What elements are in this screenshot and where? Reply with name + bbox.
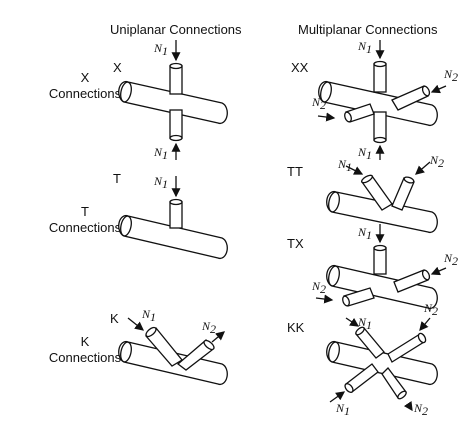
svg-text:N2: N2 (413, 401, 428, 418)
x-connection-figure: N1 N1 (118, 40, 228, 162)
xx-brace-bottom (373, 111, 387, 141)
diagram-label-x: X (113, 60, 122, 75)
t-connection-figure: N1 (118, 174, 228, 260)
row-label-x-line1: X (80, 70, 90, 85)
svg-text:N2: N2 (443, 67, 458, 84)
t-brace (169, 201, 183, 229)
k-force-2-arrow (211, 331, 225, 343)
k-connection-figure: N1 N2 (118, 307, 228, 386)
kk-connection-figure: N1 N2 N1 N2 (326, 301, 438, 418)
uniplanar-header: Uniplanar Connections (110, 22, 242, 37)
tx-chord (326, 264, 438, 310)
svg-text:N1: N1 (337, 157, 352, 174)
k-force-1-arrow (127, 317, 145, 331)
svg-text:N2: N2 (311, 95, 326, 112)
diagram-label-k: K (110, 311, 119, 326)
row-label-x: X Connections (30, 70, 140, 102)
row-label-x-line2: Connections (48, 86, 122, 101)
x-force-top-label: N1 (153, 41, 168, 58)
svg-text:N1: N1 (357, 225, 372, 242)
diagram-label-t: T (113, 171, 121, 186)
x-brace-bottom (169, 109, 183, 139)
x-chord (118, 80, 228, 125)
diagram-label-tt: TT (287, 164, 303, 179)
svg-text:N2: N2 (423, 301, 438, 318)
tx-connection-figure: N1 N2 N2 (311, 224, 458, 310)
row-label-k: K Connections (30, 334, 140, 366)
row-label-t-line1: T (81, 204, 89, 219)
xx-connection-figure: N1 N1 N2 N2 (311, 39, 458, 162)
kk-chord (326, 340, 438, 386)
diagram-label-xx: XX (291, 60, 309, 75)
tt-chord (326, 190, 438, 234)
svg-text:N1: N1 (357, 145, 372, 162)
svg-text:N1: N1 (357, 39, 372, 56)
svg-text:N2: N2 (443, 251, 458, 268)
row-label-k-line2: Connections (48, 350, 122, 365)
multiplanar-header: Multiplanar Connections (298, 22, 438, 37)
diagram-label-tx: TX (287, 236, 304, 251)
t-force-label: N1 (153, 174, 168, 191)
svg-text:N2: N2 (429, 153, 444, 170)
x-brace-top (169, 65, 183, 95)
t-chord (118, 214, 228, 260)
tt-connection-figure: N1 N2 (326, 153, 444, 234)
xx-brace-top (373, 63, 387, 93)
k-force-1-label: N1 (141, 307, 156, 324)
svg-text:N1: N1 (357, 315, 372, 332)
row-label-k-line1: K (80, 334, 90, 349)
k-force-2-label: N2 (201, 319, 216, 336)
xx-chord (318, 80, 438, 127)
row-label-t-line2: Connections (48, 220, 122, 235)
svg-text:N2: N2 (311, 279, 326, 296)
row-label-t: T Connections (30, 204, 140, 236)
x-force-bottom-label: N1 (153, 145, 168, 162)
diagram-label-kk: KK (287, 320, 305, 335)
svg-text:N1: N1 (335, 401, 350, 418)
tx-brace-top (373, 247, 387, 275)
